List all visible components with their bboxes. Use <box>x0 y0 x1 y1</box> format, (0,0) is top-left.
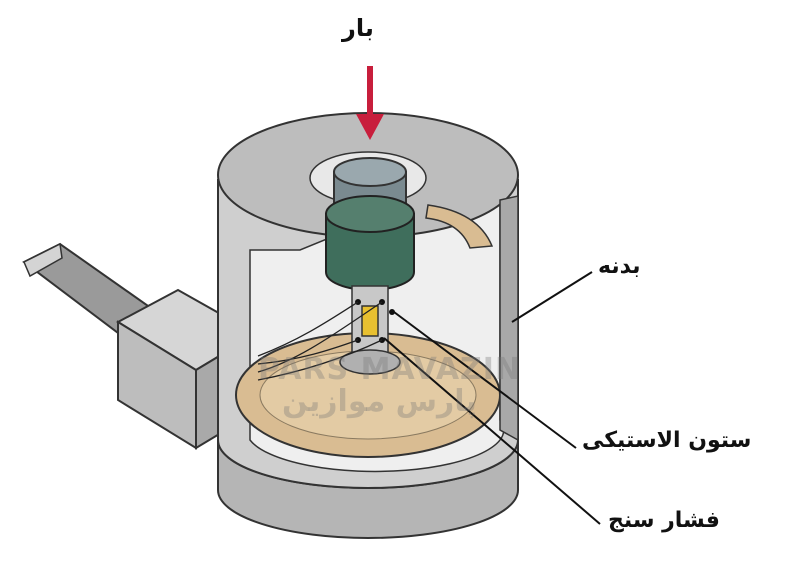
leader-line-column <box>393 311 577 449</box>
label-elastic-column: ستون الاستیکی <box>582 428 752 453</box>
watermark-persian: پارس موازین <box>282 384 477 419</box>
label-load: بار <box>342 14 374 42</box>
leader-line-gauge <box>383 337 601 525</box>
elastic-column <box>325 195 415 375</box>
gauge-wires <box>257 301 383 381</box>
label-body: بدنه <box>598 254 641 279</box>
watermark-latin: PARS MAVAZIN <box>258 352 522 387</box>
leader-line-body <box>511 271 593 323</box>
label-strain-gauge: فشار سنج <box>608 508 720 533</box>
load-arrow <box>356 66 384 140</box>
leader-lines <box>383 271 601 525</box>
